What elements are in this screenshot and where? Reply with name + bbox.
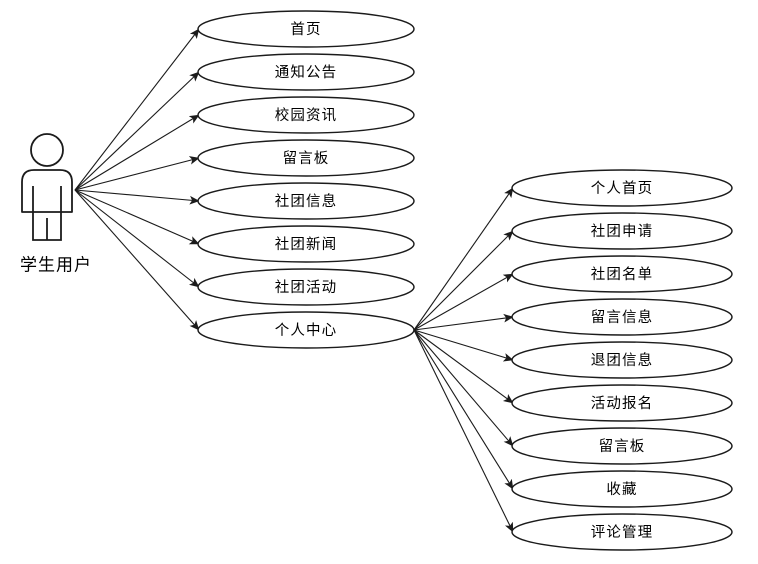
use-case-label: 社团申请 xyxy=(591,223,653,240)
use-case-label: 社团信息 xyxy=(275,193,337,210)
actor-label: 学生用户 xyxy=(20,255,92,274)
use-case-personal-home[interactable]: 个人首页 xyxy=(511,169,733,207)
use-case-label: 退团信息 xyxy=(591,352,653,369)
use-case-favorites[interactable]: 收藏 xyxy=(511,470,733,508)
use-case-club-info[interactable]: 社团信息 xyxy=(197,182,415,220)
use-case-ellipse xyxy=(197,225,415,263)
use-case-message-board-2[interactable]: 留言板 xyxy=(511,427,733,465)
use-case-club-application[interactable]: 社团申请 xyxy=(511,212,733,250)
use-case-ellipse xyxy=(511,513,733,551)
use-case-campus-news[interactable]: 校园资讯 xyxy=(197,96,415,134)
use-case-label: 留言板 xyxy=(283,149,330,167)
association-lines-group xyxy=(74,28,514,533)
use-case-quit-club-info[interactable]: 退团信息 xyxy=(511,341,733,379)
use-case-ellipse xyxy=(511,298,733,336)
association-personal-center-to-personal-home xyxy=(413,187,514,331)
use-case-ellipse xyxy=(197,96,415,134)
association-personal-center-to-activity-signup xyxy=(413,329,514,404)
use-case-personal-center[interactable]: 个人中心 xyxy=(197,311,415,349)
use-case-label: 留言板 xyxy=(599,437,646,455)
use-case-ellipse xyxy=(197,139,415,177)
use-case-label: 评论管理 xyxy=(591,524,653,541)
association-actor-to-club-news xyxy=(74,189,200,245)
association-personal-center-to-message-board-2 xyxy=(413,329,514,447)
use-case-message-board[interactable]: 留言板 xyxy=(197,139,415,177)
use-case-ellipse xyxy=(511,470,733,508)
use-case-ellipse xyxy=(197,311,415,349)
use-case-label: 个人中心 xyxy=(275,322,337,339)
association-actor-to-club-activity xyxy=(74,189,200,288)
use-case-ellipse xyxy=(197,53,415,91)
association-personal-center-to-club-application xyxy=(413,230,514,331)
association-personal-center-to-quit-club-info xyxy=(413,329,514,362)
association-personal-center-to-favorites xyxy=(413,329,514,490)
association-actor-to-personal-center xyxy=(74,189,200,331)
association-actor-to-home xyxy=(74,28,200,191)
actor-group: 学生用户 xyxy=(20,133,92,274)
use-case-label: 校园资讯 xyxy=(275,107,337,124)
use-case-comment-management[interactable]: 评论管理 xyxy=(511,513,733,551)
use-case-ellipses-group: 首页通知公告校园资讯留言板社团信息社团新闻社团活动个人中心个人首页社团申请社团名… xyxy=(197,10,733,551)
use-case-ellipse xyxy=(197,182,415,220)
use-case-home[interactable]: 首页 xyxy=(197,10,415,48)
use-case-label: 活动报名 xyxy=(591,395,653,412)
use-case-notice-announcement[interactable]: 通知公告 xyxy=(197,53,415,91)
use-case-ellipse xyxy=(511,255,733,293)
association-personal-center-to-message-info xyxy=(413,313,514,331)
use-case-message-info[interactable]: 留言信息 xyxy=(511,298,733,336)
use-case-label: 通知公告 xyxy=(275,64,337,81)
use-case-club-news[interactable]: 社团新闻 xyxy=(197,225,415,263)
use-case-ellipse xyxy=(511,341,733,379)
association-actor-to-campus-news xyxy=(74,114,200,191)
use-case-activity-signup[interactable]: 活动报名 xyxy=(511,384,733,422)
actor-torso-icon xyxy=(21,169,73,213)
use-case-label: 社团活动 xyxy=(275,279,337,296)
use-case-club-roster[interactable]: 社团名单 xyxy=(511,255,733,293)
association-actor-to-notice-announcement xyxy=(74,71,200,191)
use-case-label: 社团名单 xyxy=(591,266,653,283)
use-case-ellipse xyxy=(511,384,733,422)
association-personal-center-to-club-roster xyxy=(413,273,514,331)
use-case-ellipse xyxy=(197,10,415,48)
association-personal-center-to-comment-management xyxy=(413,329,514,533)
use-case-label: 收藏 xyxy=(606,481,637,498)
use-case-label: 留言信息 xyxy=(591,309,653,326)
use-case-label: 社团新闻 xyxy=(275,236,337,253)
association-actor-to-club-info xyxy=(74,189,200,205)
use-case-ellipse xyxy=(511,169,733,207)
use-case-ellipse xyxy=(511,212,733,250)
actor-student-user[interactable]: 学生用户 xyxy=(20,133,92,274)
use-case-ellipse xyxy=(197,268,415,306)
association-actor-to-message-board xyxy=(74,156,200,191)
use-case-ellipse xyxy=(511,427,733,465)
use-case-label: 个人首页 xyxy=(591,180,653,197)
use-case-club-activity[interactable]: 社团活动 xyxy=(197,268,415,306)
use-case-label: 首页 xyxy=(290,21,321,38)
actor-head-icon xyxy=(30,133,64,167)
